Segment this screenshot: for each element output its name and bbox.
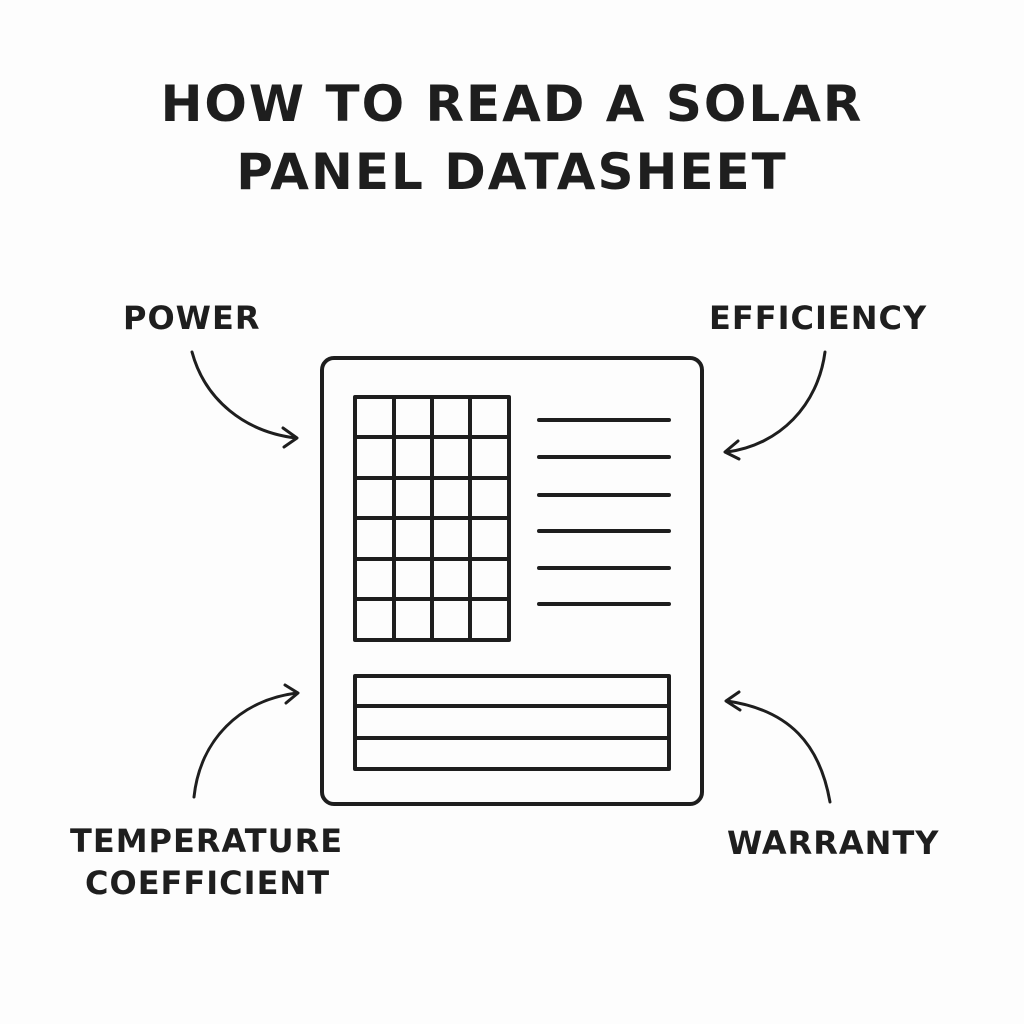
arrow-temperature-icon [192, 691, 299, 799]
label-efficiency: EFFICIENCY [709, 299, 928, 337]
arrow-power-icon [190, 350, 298, 440]
page-title: HOW TO READ A SOLAR PANEL DATASHEET [0, 70, 1024, 206]
label-warranty: WARRANTY [727, 824, 940, 862]
label-temperature-line-2: COEFFICIENT [85, 864, 331, 902]
spec-text-lines [537, 418, 671, 606]
label-power: POWER [123, 299, 261, 337]
arrow-efficiency-icon [725, 350, 827, 454]
title-line-2: PANEL DATASHEET [236, 143, 788, 201]
label-temperature-line-1: TEMPERATURE [70, 822, 344, 860]
label-temperature-coefficient: TEMPERATURE COEFFICIENT [70, 820, 343, 904]
spec-table [353, 674, 671, 771]
solar-cell-grid-icon [353, 395, 511, 642]
datasheet-document-icon [320, 356, 704, 806]
title-line-1: HOW TO READ A SOLAR [160, 75, 864, 133]
arrow-warranty-icon [725, 699, 832, 804]
